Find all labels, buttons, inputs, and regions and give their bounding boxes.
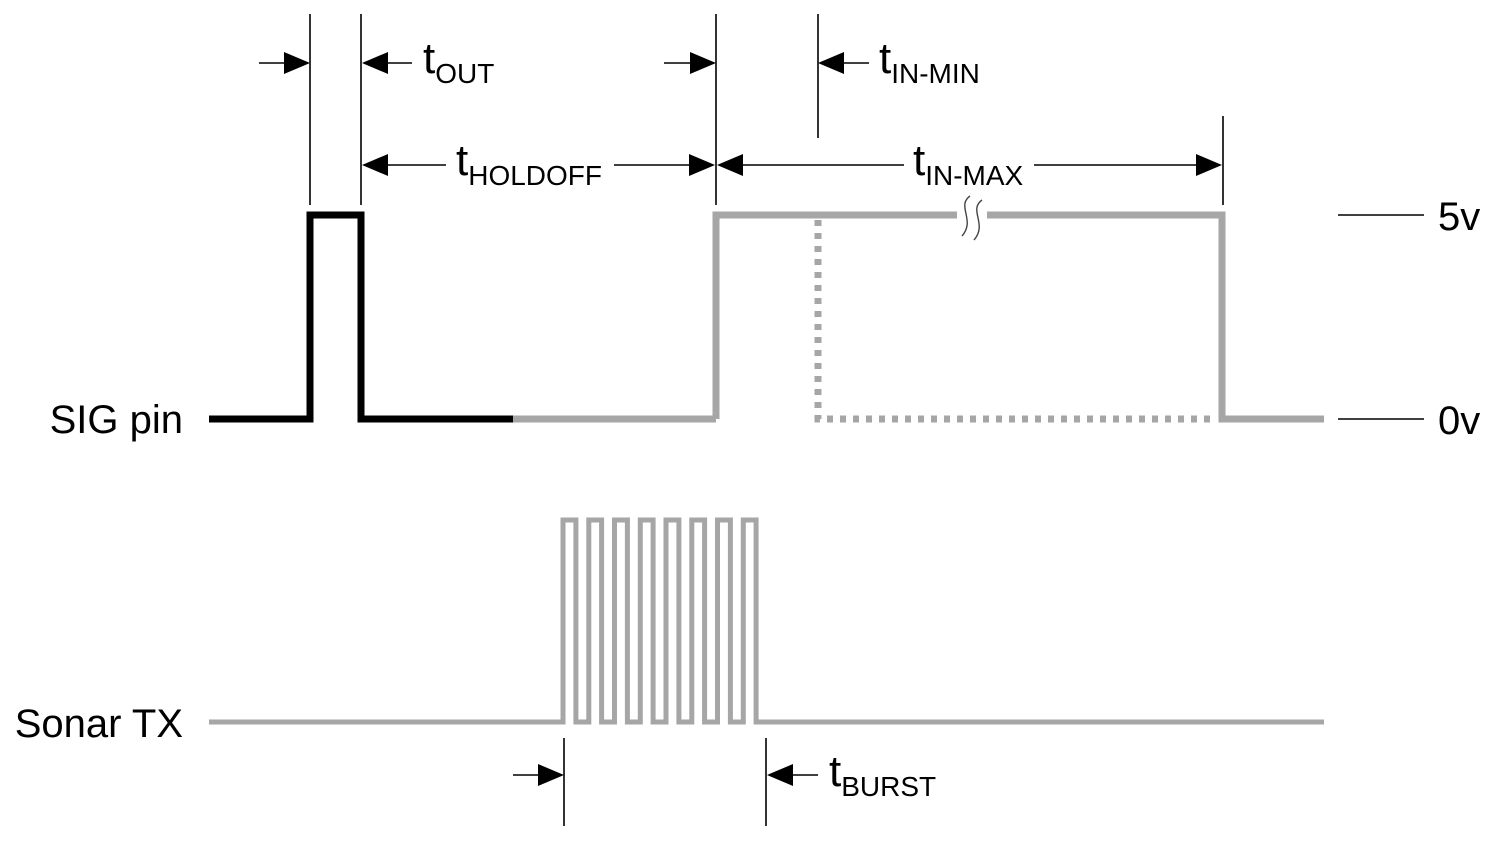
extension-lines: [309, 14, 1224, 826]
tinmax-dimension: [717, 154, 1222, 176]
t-in-max-label: tIN-MAX: [913, 136, 1024, 191]
t-out-label: tOUT: [423, 34, 494, 89]
level-0v-label: 0v: [1438, 399, 1480, 443]
tinmin-dimension: [664, 52, 869, 74]
level-5v-label: 5v: [1438, 195, 1480, 239]
host-trigger-pulse: [209, 211, 513, 423]
t-holdoff-label: tHOLDOFF: [456, 136, 602, 191]
t-burst-label: tBURST: [829, 747, 936, 802]
t-in-min-label: tIN-MIN: [879, 34, 980, 89]
tburst-dimension: [513, 764, 818, 786]
sonar-tx-waveform: [209, 517, 1324, 725]
tout-dimension: [259, 52, 412, 74]
sig-pin-label: SIG pin: [50, 398, 183, 442]
sensor-echo-pulse-min: [814, 220, 1216, 423]
tholdoff-dimension: [362, 154, 715, 176]
sonar-tx-label: Sonar TX: [15, 702, 183, 746]
sonar-burst-trace: [209, 517, 1324, 725]
time-break-symbol: [957, 195, 987, 241]
sig-pin-waveform: [209, 195, 1324, 423]
sensor-echo-pulse-max: [712, 211, 1324, 423]
